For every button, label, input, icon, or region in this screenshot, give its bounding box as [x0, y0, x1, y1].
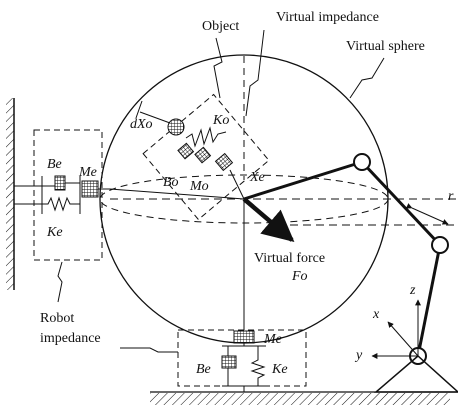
virtual-impedance-callout [245, 29, 265, 117]
robot-arm [243, 153, 458, 393]
robot-base [373, 355, 458, 393]
xe-label: Xe [249, 170, 265, 185]
left-ke-label: Ke [46, 225, 63, 240]
ground [150, 391, 458, 405]
joint-2 [431, 236, 449, 254]
mo-label: Mo [189, 179, 209, 194]
dxo-label: dXo [130, 117, 153, 132]
radius-arrow [405, 203, 449, 225]
left-damper [54, 175, 66, 191]
bottom-damper [221, 355, 237, 369]
bottom-impedance-callout [120, 347, 178, 353]
object-label: Object [202, 19, 239, 34]
left-robot-impedance: Be Me Ke [14, 129, 110, 261]
object-spring [185, 126, 227, 148]
robot-impedance-label-1: Robot [40, 311, 74, 326]
virtual-force-arrow [242, 197, 295, 243]
axis-x-label: x [372, 307, 380, 322]
virtual-impedance-label: Virtual impedance [276, 10, 379, 25]
bottom-spring [250, 356, 266, 386]
virtual-sphere-callout [349, 57, 385, 99]
bottom-me-label: Me [263, 332, 282, 347]
robot-impedance-callout [57, 261, 63, 303]
left-me-label: Me [78, 165, 97, 180]
joint-1 [353, 153, 371, 171]
robot-impedance-label-2: impedance [40, 331, 101, 346]
coordinate-frame: z y x [354, 283, 421, 363]
axis-y-label: y [354, 348, 363, 363]
virtual-sphere-label: Virtual sphere [346, 39, 425, 54]
bottom-ke-label: Ke [271, 362, 288, 377]
ko-label: Ko [212, 113, 229, 128]
radius-label: r [448, 189, 454, 204]
bottom-robot-impedance: Me Be Ke [177, 329, 307, 392]
bottom-mass [233, 330, 255, 344]
object-ball [167, 118, 185, 136]
left-spring [42, 196, 80, 212]
left-wall [6, 98, 15, 290]
object-callout [213, 37, 223, 99]
object-mass [214, 152, 234, 172]
left-mass [81, 180, 99, 198]
bo-label: Bo [163, 175, 179, 190]
object-virtual-impedance: dXo Ko Bo Mo Xe [130, 93, 270, 221]
left-be-label: Be [47, 157, 62, 172]
bottom-be-label: Be [196, 362, 211, 377]
virtual-force-label: Virtual force [254, 251, 325, 266]
axis-z-label: z [409, 283, 416, 298]
fo-label: Fo [291, 269, 308, 284]
